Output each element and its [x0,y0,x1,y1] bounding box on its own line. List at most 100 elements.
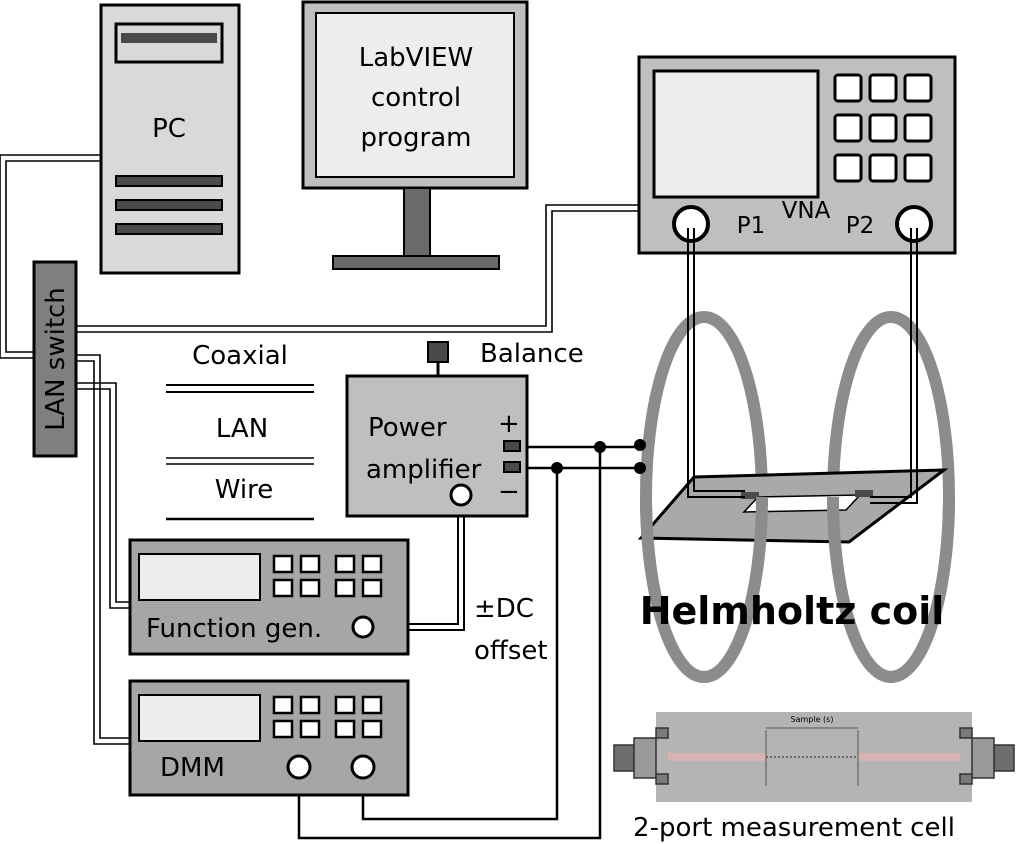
lan-dmm [76,354,132,739]
helmholtz-coil-label: Helmholtz coil [640,589,945,633]
cell-sma-right-nut [993,744,1015,772]
cell-screw [959,773,973,785]
dmm: DMM [128,679,410,797]
lan-function-gen [76,382,132,603]
function-gen-display [138,553,261,601]
balance-knob [427,341,449,363]
vna-port-2-label: P2 [846,213,875,239]
power-amplifier-case [345,374,529,518]
power-amplifier: Balance Power amplifier + − [345,339,584,518]
cell-sma-right-body [971,737,995,779]
coax-p2 [870,228,918,504]
dc-offset-label-line-1: ±DC [474,594,534,624]
lan-vna [76,210,639,333]
function-gen-key [361,554,383,574]
dmm-key [334,695,356,715]
lan-pc [5,160,101,353]
cell-sma-left-body [633,737,657,779]
dmm-display [138,694,261,742]
vna-key [868,153,898,183]
vna-key [903,153,933,183]
amp-minus-terminal [503,461,521,473]
pc-label: PC [152,114,186,144]
stage-connector-left [741,492,759,499]
monitor-label-line-3: program [361,123,472,153]
dmm-terminal-left [286,754,312,780]
monitor-neck [403,187,431,259]
pc-tower: PC [99,3,241,275]
pc-drive-slot [121,33,217,43]
coil-terminal-dot [634,439,646,451]
amp-plus-label: + [498,409,520,439]
lan-pc [0,154,101,359]
vna-key [833,153,863,183]
vna-port-2-connector [895,205,933,243]
dmm-key [361,695,383,715]
lan-switch: LAN switch [32,260,78,458]
amp-label-line-1: Power [368,413,447,443]
lan-vna [76,204,639,327]
amp-minus-label: − [498,477,520,507]
pc-slot [115,223,223,235]
amp-label-line-2: amplifier [366,455,482,485]
monitor-label-line-1: LabVIEW [359,43,474,73]
cell-stripline-left [668,753,766,761]
stage-connector-right [855,490,873,497]
cell-stripline-right [858,753,960,761]
vna: P1 VNA P2 [637,55,957,255]
junction-dot [551,462,563,474]
dmm-key [272,719,294,739]
vna-label: VNA [782,198,831,224]
function-gen-key [272,578,294,598]
function-generator: Function gen. [128,538,410,656]
measurement-cell-photo: Sample (s) [613,712,1015,802]
legend-coaxial-label: Coaxial [192,341,288,371]
dmm-key [334,719,356,739]
pc-slot [115,175,223,187]
lan-dmm [76,360,132,745]
monitor-screen [315,12,515,178]
dmm-key [299,719,321,739]
function-gen-key [334,554,356,574]
coil-terminal-dot [634,462,646,474]
legend-lan-label: LAN [216,414,268,444]
dc-offset-label-line-2: offset [474,636,548,666]
dmm-terminal-right [350,754,376,780]
vna-key [868,73,898,103]
cell-sample-label: Sample (s) [791,715,834,724]
coaxial-cables [166,228,918,631]
helmholtz-coil-right-front [827,496,955,683]
coax-p1 [693,228,745,492]
lan-switch-box [32,260,78,458]
junction-dot [594,441,606,453]
dmm-key [299,695,321,715]
vna-key [833,113,863,143]
balance-label: Balance [480,339,584,369]
amp-input-connector [449,483,473,507]
lan-function-gen [76,388,132,609]
monitor-stand [332,255,500,270]
function-gen-keypad [272,554,383,598]
function-gen-output-connector [351,615,375,639]
vna-key [833,73,863,103]
vna-port-1-connector [672,205,710,243]
coax-p1 [687,228,745,498]
function-gen-key [299,578,321,598]
dmm-key [361,719,383,739]
wire-dmm-plus [297,447,602,840]
legend-wire-label: Wire [215,475,273,505]
measurement-cell-label: 2-port measurement cell [633,813,955,843]
vna-keypad [833,73,933,183]
function-gen-label: Function gen. [146,614,322,644]
pc-slot [115,199,223,211]
helmholtz-coil-left-front [640,496,768,683]
lan-cables [0,154,639,745]
vna-key [903,113,933,143]
pc-drive-bay [114,22,224,64]
function-gen-key [299,554,321,574]
vna-key [903,73,933,103]
function-gen-key [272,554,294,574]
dmm-label: DMM [160,753,225,783]
vna-screen [652,69,820,199]
